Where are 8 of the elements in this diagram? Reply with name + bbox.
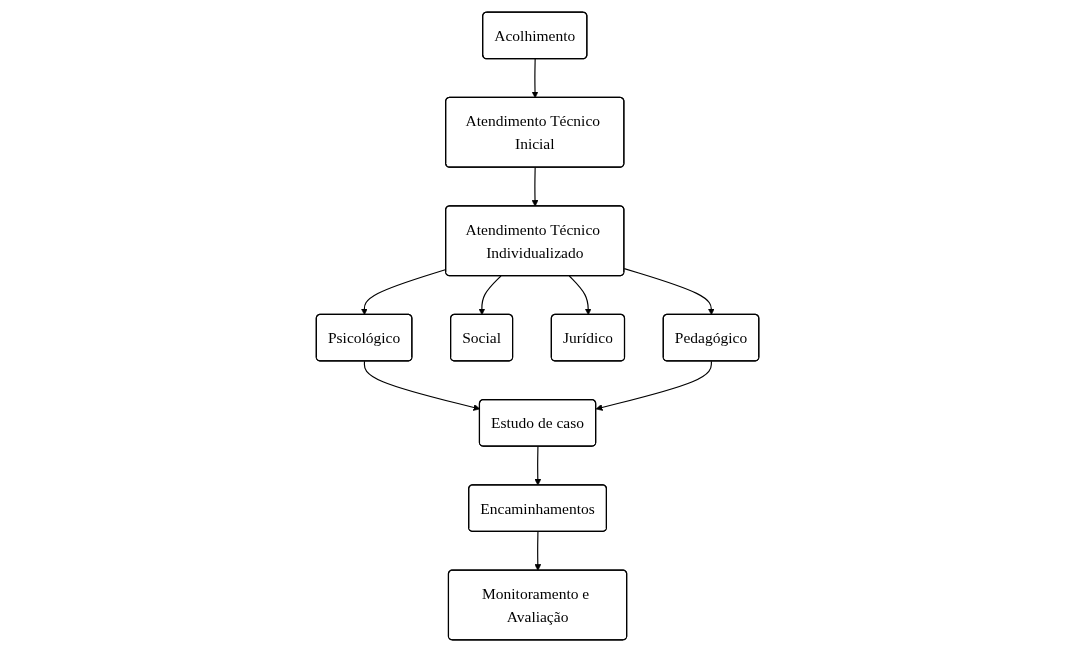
arrow — [534, 445, 542, 486]
arrow — [596, 360, 713, 411]
arrow — [532, 166, 539, 207]
arrow — [569, 275, 593, 316]
arrow — [624, 268, 716, 316]
arrow — [534, 531, 542, 571]
arrow — [478, 275, 502, 316]
arrow — [532, 58, 539, 99]
